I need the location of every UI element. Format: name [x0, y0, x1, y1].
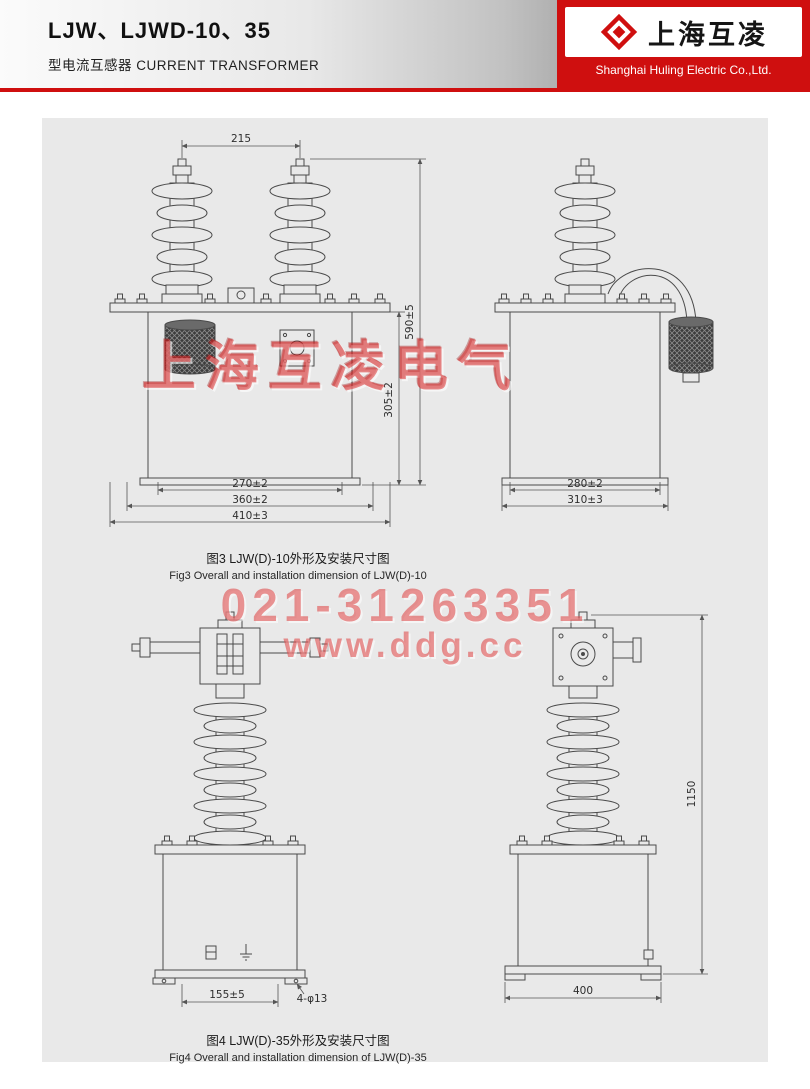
fig4-caption-cn: 图4 LJW(D)-35外形及安装尺寸图 [206, 1034, 390, 1048]
page-title: LJW、LJWD-10、35 [48, 18, 272, 43]
fig4-dim-400: 400 [504, 982, 662, 1003]
page-subtitle: 型电流互感器 CURRENT TRANSFORMER [48, 54, 319, 74]
dim-label-155: 155±5 [209, 989, 245, 1001]
dim-label-1150: 1150 [686, 781, 698, 808]
dim-label-215: 215 [231, 133, 251, 145]
dim-label-270: 270±2 [232, 478, 268, 490]
fig3-dim-270: 270±2 [157, 478, 343, 495]
fig4-caption-en: Fig4 Overall and installation dimension … [169, 1052, 427, 1064]
dim-label-310: 310±3 [567, 494, 603, 506]
fig3-dim-590: 590±5 [310, 158, 426, 486]
fig3-dim-310: 310±3 [501, 482, 669, 511]
drawing-panel: 215 590±5 305±2 270±2 360±2 [42, 118, 768, 1064]
fig4-dim-1150: 1150 [591, 614, 708, 975]
page-header: LJW、LJWD-10、35 型电流互感器 CURRENT TRANSFORME… [0, 0, 810, 92]
header-titles: LJW、LJWD-10、35 型电流互感器 CURRENT TRANSFORME… [48, 13, 319, 74]
fig3-front-view [109, 158, 391, 486]
dim-label-590: 590±5 [404, 304, 416, 340]
fig3-caption: 图3 LJW(D)-10外形及安装尺寸图 Fig3 Overall and in… [68, 548, 528, 582]
dim-label-holes: 4-φ13 [297, 993, 328, 1005]
fig4-side-view [504, 611, 662, 981]
brand-logo-box: 上海互凌 [565, 7, 802, 57]
fig3-dim-360: 360±2 [126, 482, 374, 511]
brand-name: 上海互凌 [648, 19, 768, 50]
subtitle-cn: 型电流互感器 [48, 58, 132, 73]
fig3-dim-280: 280±2 [509, 478, 661, 495]
brand-block: 上海互凌 Shanghai Huling Electric Co.,Ltd. [557, 0, 810, 88]
fig3-terminal-box [279, 329, 315, 367]
dim-label-400: 400 [573, 985, 593, 997]
brand-company-name: Shanghai Huling Electric Co.,Ltd. [595, 63, 772, 77]
fig4-dim-holes: 4-φ13 [297, 983, 328, 1005]
dim-label-305: 305±2 [383, 382, 395, 418]
fig3-side-bellows [668, 316, 714, 383]
subtitle-en: CURRENT TRANSFORMER [136, 58, 320, 73]
dim-label-280: 280±2 [567, 478, 603, 490]
fig3-caption-en: Fig3 Overall and installation dimension … [169, 570, 427, 582]
technical-drawing: 215 590±5 305±2 270±2 360±2 [109, 133, 714, 1007]
fig4-front-view [131, 611, 329, 985]
brand-diamond-icon [600, 13, 638, 51]
fig4-ground-symbols [205, 944, 252, 961]
fig3-side-view [494, 158, 714, 486]
fig4-caption: 图4 LJW(D)-35外形及安装尺寸图 Fig4 Overall and in… [68, 1030, 528, 1064]
dim-label-410: 410±3 [232, 510, 268, 522]
fig3-caption-cn: 图3 LJW(D)-10外形及安装尺寸图 [206, 552, 390, 566]
fig3-dim-305: 305±2 [383, 311, 405, 486]
fig3-dim-410: 410±3 [109, 482, 391, 527]
fig3-bellows [164, 319, 216, 375]
fig4-dim-155: 155±5 [181, 984, 279, 1007]
dim-label-360: 360±2 [232, 494, 268, 506]
fig3-dim-215: 215 [181, 133, 301, 158]
